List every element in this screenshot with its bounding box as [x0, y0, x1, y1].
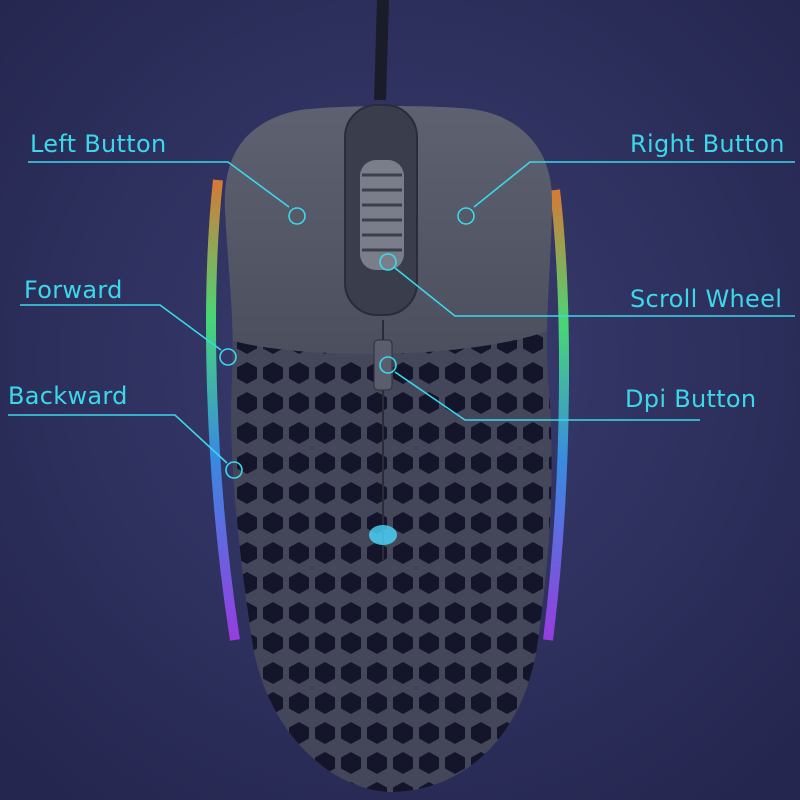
forward-leader — [20, 304, 222, 351]
scroll-wheel-marker — [379, 253, 397, 271]
forward-marker — [219, 348, 237, 366]
dpi-button-marker — [379, 356, 397, 374]
backward-marker — [225, 461, 243, 479]
label-scroll-wheel: Scroll Wheel — [630, 285, 783, 313]
mouse-cable — [374, 0, 389, 101]
rgb-light-left — [206, 179, 240, 641]
left-button-leader — [28, 161, 290, 208]
right-button-leader — [473, 161, 795, 208]
scroll-wheel-leader — [394, 267, 795, 317]
honeycomb-shell — [224, 330, 552, 792]
rgb-light-right — [543, 189, 570, 641]
label-forward: Forward — [24, 276, 123, 304]
label-right-button: Right Button — [630, 130, 785, 158]
dpi-button — [373, 339, 393, 391]
right-button-marker — [457, 207, 475, 225]
label-left-button: Left Button — [30, 130, 167, 158]
logo-light — [369, 525, 397, 545]
left-button-marker — [288, 207, 306, 225]
mouse-body — [224, 104, 552, 792]
label-dpi-button: Dpi Button — [625, 385, 757, 413]
label-backward: Backward — [8, 382, 128, 410]
backward-leader — [8, 414, 228, 464]
dpi-button-leader — [394, 371, 700, 421]
scroll-wheel — [360, 160, 404, 270]
